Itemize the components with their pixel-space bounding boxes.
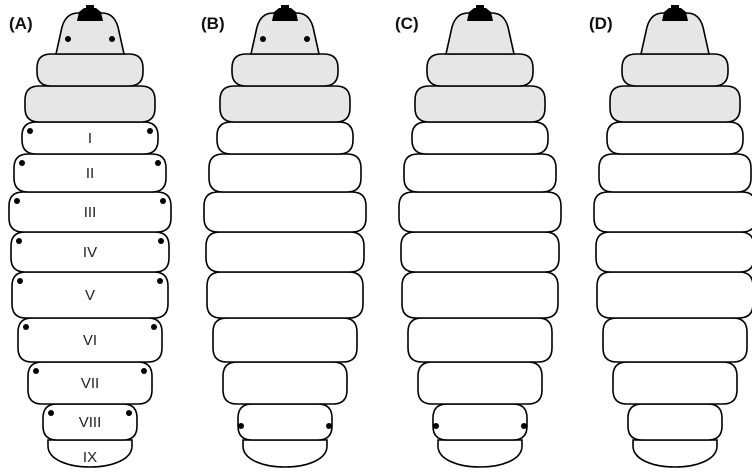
abdominal-spiracle-left — [16, 238, 22, 244]
abdominal-segment — [613, 362, 737, 404]
panel-d: (D) — [589, 5, 752, 467]
segment-label: II — [86, 165, 94, 182]
thoracic-segment — [427, 54, 533, 86]
abdominal-spiracle-left — [17, 278, 23, 284]
abdominal-segment — [418, 362, 542, 404]
thoracic-segment — [415, 86, 545, 122]
panel-label: (A) — [9, 14, 33, 33]
abdominal-segment — [599, 154, 751, 192]
thoracic-segment — [232, 54, 338, 86]
abdominal-segment — [408, 318, 552, 362]
posterior-spiracle-left — [433, 423, 439, 429]
posterior-spiracle-right — [326, 423, 332, 429]
mouthpart-icon — [281, 5, 289, 9]
segment-label: VII — [81, 375, 99, 392]
abdominal-segment — [596, 232, 752, 272]
thoracic-segment — [610, 86, 740, 122]
abdominal-segment — [594, 192, 752, 232]
abdominal-spiracle-right — [160, 198, 166, 204]
abdominal-segment — [206, 232, 364, 272]
abdominal-segment — [401, 232, 559, 272]
abdominal-segment — [607, 122, 743, 154]
posterior-spiracle-right — [521, 423, 527, 429]
anterior-spiracle-right — [304, 36, 310, 42]
head-capsule-icon — [272, 8, 298, 21]
abdominal-spiracle-left — [19, 160, 25, 166]
panel-label: (D) — [589, 14, 613, 33]
abdominal-spiracle-right — [158, 238, 164, 244]
abdominal-segment — [209, 154, 361, 192]
abdominal-spiracle-left — [23, 324, 29, 330]
panel-label: (B) — [201, 14, 225, 33]
thoracic-segment — [37, 54, 143, 86]
segment-label: III — [84, 204, 97, 221]
segment-tail — [243, 440, 327, 467]
mouthpart-icon — [476, 5, 484, 9]
segment-label: VI — [83, 332, 97, 349]
segment-label: IX — [83, 449, 97, 466]
panel-b: (B) — [201, 5, 366, 467]
mouthpart-icon — [86, 5, 94, 9]
abdominal-segment — [213, 318, 357, 362]
abdominal-segment — [204, 192, 366, 232]
abdominal-segment — [628, 404, 722, 440]
abdominal-spiracle-right — [147, 128, 153, 134]
segment-label: IV — [83, 244, 97, 261]
abdominal-spiracle-left — [14, 198, 20, 204]
segment-label: VIII — [79, 414, 102, 431]
abdominal-spiracle-right — [141, 368, 147, 374]
panel-label: (C) — [395, 14, 419, 33]
abdominal-segment — [402, 272, 558, 318]
abdominal-spiracle-left — [33, 368, 39, 374]
abdominal-spiracle-right — [151, 324, 157, 330]
abdominal-spiracle-left — [27, 128, 33, 134]
anterior-spiracle-left — [260, 36, 266, 42]
abdominal-segment — [597, 272, 752, 318]
abdominal-spiracle-right — [126, 410, 132, 416]
abdominal-segment — [207, 272, 363, 318]
abdominal-segment — [603, 318, 747, 362]
abdominal-segment — [433, 404, 527, 440]
abdominal-spiracle-right — [157, 278, 163, 284]
panel-c: (C) — [395, 5, 561, 467]
abdominal-segment — [238, 404, 332, 440]
thoracic-segment — [622, 54, 728, 86]
segment-tail — [438, 440, 522, 467]
abdominal-spiracle-left — [48, 410, 54, 416]
abdominal-segment — [412, 122, 548, 154]
segment-tail — [633, 440, 717, 467]
segment-label: I — [88, 130, 92, 147]
anterior-spiracle-right — [109, 36, 115, 42]
head-capsule-icon — [77, 8, 103, 21]
abdominal-segment — [217, 122, 353, 154]
mouthpart-icon — [671, 5, 679, 9]
thoracic-segment — [220, 86, 350, 122]
posterior-spiracle-left — [238, 423, 244, 429]
segment-label: V — [85, 287, 95, 304]
abdominal-spiracle-right — [155, 160, 161, 166]
abdominal-segment — [404, 154, 556, 192]
abdominal-segment — [223, 362, 347, 404]
abdominal-segment — [399, 192, 561, 232]
thoracic-segment — [25, 86, 155, 122]
head-capsule-icon — [662, 8, 688, 21]
head-capsule-icon — [467, 8, 493, 21]
anterior-spiracle-left — [65, 36, 71, 42]
